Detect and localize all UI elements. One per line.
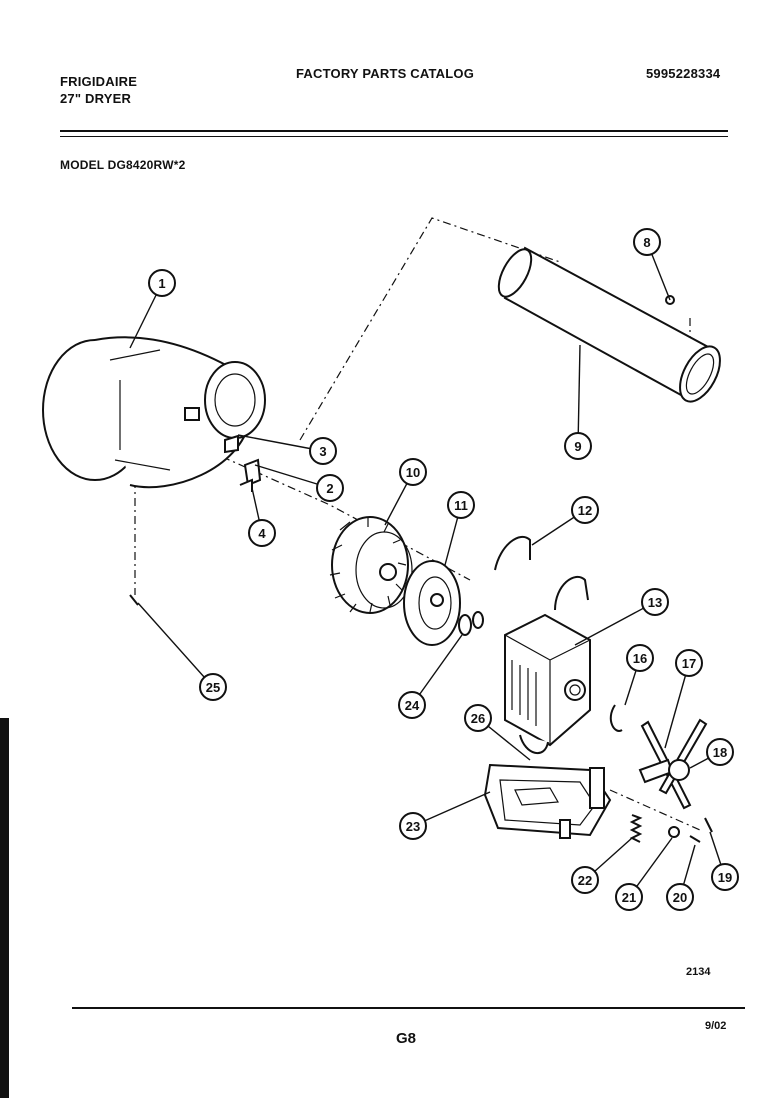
- callout-26: 26: [464, 704, 492, 732]
- callout-11: 11: [447, 491, 475, 519]
- callout-25: 25: [199, 673, 227, 701]
- idler-arm-part: [638, 718, 708, 810]
- callout-label: 11: [454, 498, 468, 513]
- callout-8: 8: [633, 228, 661, 256]
- callout-10: 10: [399, 458, 427, 486]
- callout-label: 12: [578, 503, 592, 518]
- brand-name: FRIGIDAIRE: [60, 74, 138, 89]
- callout-18: 18: [706, 738, 734, 766]
- callout-label: 2: [326, 481, 333, 496]
- callout-9: 9: [564, 432, 592, 460]
- exhaust-duct-part: [497, 246, 721, 403]
- motor-mount-part: [483, 734, 612, 839]
- callout-label: 1: [158, 276, 165, 291]
- callout-20: 20: [666, 883, 694, 911]
- date-code: 9/02: [705, 1020, 727, 1032]
- catalog-number: 5995228334: [646, 66, 721, 81]
- callout-label: 26: [471, 711, 485, 726]
- callout-23: 23: [399, 812, 427, 840]
- footer-rule: [72, 1007, 745, 1009]
- model-number: MODEL DG8420RW*2: [60, 158, 186, 172]
- callout-label: 10: [406, 465, 420, 480]
- product-name: 27" DRYER: [60, 91, 132, 106]
- callout-label: 19: [718, 870, 732, 885]
- callout-label: 4: [258, 526, 266, 541]
- header-rule-thin: [60, 136, 728, 137]
- callout-label: 18: [713, 745, 727, 760]
- seal-plate-part: [403, 560, 461, 646]
- callout-19: 19: [711, 863, 739, 891]
- leader-lines: [129, 241, 726, 898]
- header-rule: [60, 130, 728, 132]
- scan-edge-shadow: [0, 718, 9, 1098]
- hardware-parts: [668, 817, 713, 843]
- callout-label: 25: [206, 680, 220, 695]
- motor-part: [504, 613, 591, 747]
- blower-housing-part: [42, 336, 266, 489]
- callout-label: 3: [319, 444, 326, 459]
- callout-21: 21: [615, 883, 643, 911]
- callout-4: 4: [248, 519, 276, 547]
- washer-part: [458, 611, 484, 636]
- catalog-title: FACTORY PARTS CATALOG: [296, 66, 475, 81]
- page-number: G8: [396, 1030, 417, 1047]
- callout-2: 2: [316, 474, 344, 502]
- callout-1: 1: [148, 269, 176, 297]
- motor-strap-part: [494, 535, 589, 611]
- callout-label: 20: [673, 890, 687, 905]
- callout-16: 16: [626, 644, 654, 672]
- callout-label: 24: [405, 698, 420, 713]
- clip-part: [609, 704, 623, 732]
- diagram-id: 2134: [686, 966, 711, 978]
- callout-label: 16: [633, 651, 647, 666]
- blower-wheel-part: [329, 516, 413, 614]
- callout-17: 17: [675, 649, 703, 677]
- callout-12: 12: [571, 496, 599, 524]
- spring-part: [629, 814, 643, 843]
- fastener-parts: [129, 295, 675, 606]
- callout-13: 13: [641, 588, 669, 616]
- callout-label: 13: [648, 595, 662, 610]
- callout-label: 21: [622, 890, 636, 905]
- callout-label: 17: [682, 656, 696, 671]
- callout-label: 22: [578, 873, 592, 888]
- callout-label: 8: [643, 235, 650, 250]
- callout-label: 23: [406, 819, 420, 834]
- callout-24: 24: [398, 691, 426, 719]
- callout-label: 9: [574, 439, 581, 454]
- callout-22: 22: [571, 866, 599, 894]
- callout-3: 3: [309, 437, 337, 465]
